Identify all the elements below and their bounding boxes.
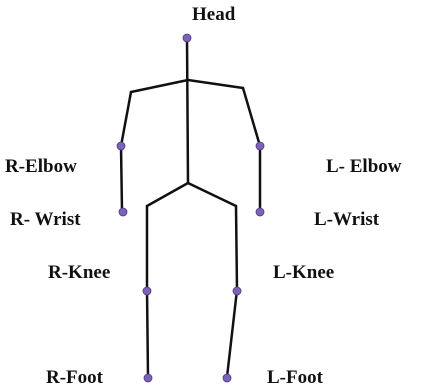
right-knee-joint bbox=[142, 286, 152, 296]
label-left-foot: L-Foot bbox=[267, 367, 323, 388]
spine-bone bbox=[185, 36, 190, 185]
label-right-wrist: R- Wrist bbox=[10, 209, 81, 230]
skeleton-bones bbox=[119, 36, 262, 379]
label-left-wrist: L-Wrist bbox=[314, 209, 380, 230]
right-foot-joint bbox=[143, 373, 153, 383]
label-right-knee: R-Knee bbox=[48, 262, 111, 283]
head-joint bbox=[182, 33, 192, 43]
left-foot-joint bbox=[222, 373, 232, 383]
right-wrist-joint bbox=[118, 207, 128, 217]
left-knee-joint bbox=[232, 286, 242, 296]
label-left-elbow: L- Elbow bbox=[326, 156, 402, 177]
left-elbow-joint bbox=[255, 141, 265, 151]
label-right-foot: R-Foot bbox=[46, 367, 103, 388]
hip-bone bbox=[145, 181, 238, 208]
shoulder-bone bbox=[129, 78, 245, 94]
left-wrist-joint bbox=[255, 207, 265, 217]
label-right-elbow: R-Elbow bbox=[5, 156, 77, 177]
label-head: Head bbox=[192, 4, 236, 25]
right-arm-bone bbox=[119, 90, 133, 213]
skeleton-joints bbox=[116, 33, 265, 383]
label-left-knee: L-Knee bbox=[273, 262, 335, 283]
right-elbow-joint bbox=[116, 141, 126, 151]
